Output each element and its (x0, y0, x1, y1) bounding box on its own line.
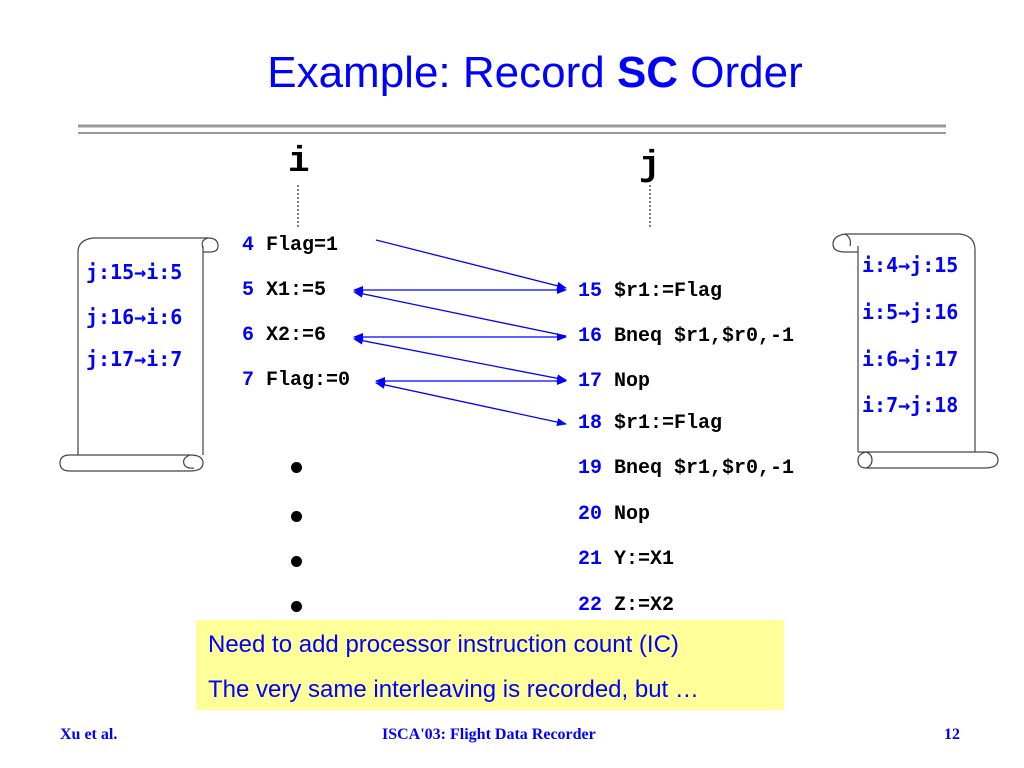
note-box: Need to add processor instruction count … (196, 620, 784, 710)
arrow-7-to-18 (375, 380, 567, 427)
ellipsis-dot (291, 462, 302, 473)
dependency-arrows (353, 239, 567, 427)
code-line-j: 21 Y:=X1 (578, 548, 675, 571)
title-emphasis: SC (616, 48, 679, 97)
right-scroll-shape (832, 233, 999, 469)
right-scroll-entry: i:4→j:15 (862, 253, 959, 277)
code-line-i: 5 X1:=5 (242, 279, 327, 302)
note-line-1: Need to add processor instruction count … (208, 631, 679, 658)
code-line-j: 19 Bneq $r1,$r0,-1 (578, 457, 795, 480)
ellipsis-dot (291, 601, 302, 612)
right-scroll-entry: i:6→j:17 (862, 347, 959, 371)
code-line-j: 17 Nop (578, 370, 651, 393)
arrow-4-to-15 (375, 239, 567, 290)
footer-author: Xu et al. (60, 726, 118, 743)
code-line-j: 16 Bneq $r1,$r0,-1 (578, 325, 795, 348)
code-line-i: 4 Flag=1 (242, 234, 339, 257)
footer-venue: ISCA'03: Flight Data Recorder (382, 726, 596, 743)
slide-title: Example: Record SC Order (0, 48, 1024, 98)
thread-j-label: j (639, 145, 661, 186)
title-suffix: Order (678, 48, 803, 97)
title-prefix: Example: Record (267, 48, 617, 97)
note-line-2: The very same interleaving is recorded, … (208, 676, 699, 703)
ellipsis-dot (291, 556, 302, 567)
left-scroll-entry: j:15→i:5 (86, 260, 183, 284)
ellipsis-dot (291, 511, 302, 522)
code-line-j: 18 $r1:=Flag (578, 412, 723, 435)
right-scroll-entry: i:7→j:18 (862, 393, 959, 417)
left-scroll-entry: j:17→i:7 (86, 347, 183, 371)
thread-i-label: i (288, 141, 310, 182)
footer-page-number: 12 (944, 726, 960, 743)
code-line-j: 20 Nop (578, 503, 651, 526)
code-line-j: 15 $r1:=Flag (578, 280, 723, 303)
right-scroll-entry: i:5→j:16 (862, 300, 959, 324)
left-scroll-shape (59, 237, 219, 472)
code-line-i: 6 X2:=6 (242, 324, 327, 347)
arrow-6-to-17 (353, 336, 567, 383)
left-scroll-entry: j:16→i:6 (86, 305, 183, 329)
code-line-i: 7 Flag:=0 (242, 369, 351, 392)
code-line-j: 22 Z:=X2 (578, 594, 675, 617)
arrow-5-to-16 (353, 289, 567, 337)
